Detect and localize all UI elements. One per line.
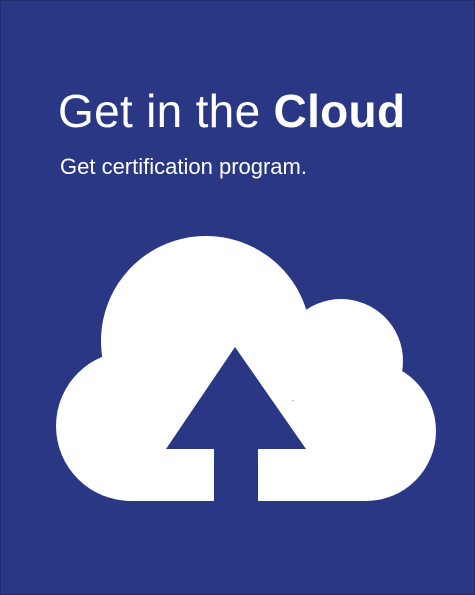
title-regular-text: Get in the	[58, 85, 274, 137]
promo-subtitle: Get certification program.	[60, 154, 307, 179]
upload-arrow-icon	[166, 347, 306, 501]
title-bold-text: Cloud	[273, 85, 406, 137]
promo-title: Get in the Cloud	[58, 83, 405, 139]
